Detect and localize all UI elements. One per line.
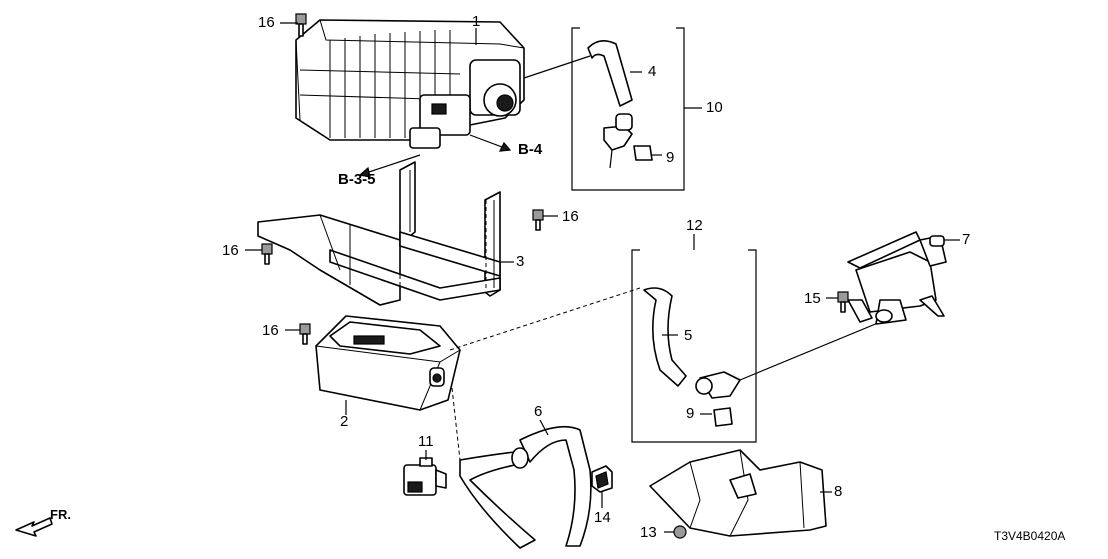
callout-5: 5 — [684, 327, 693, 344]
leader-6 — [539, 419, 549, 436]
bolt-15 — [837, 291, 849, 313]
arrow-b35 — [359, 154, 421, 176]
callout-9-bottom: 9 — [686, 405, 695, 422]
callout-6: 6 — [534, 403, 543, 420]
bolt-16-left — [261, 243, 273, 265]
callout-3: 3 — [516, 253, 525, 270]
bracket-part-3 — [257, 161, 501, 306]
callout-16-lower: 16 — [262, 322, 279, 339]
callout-8: 8 — [834, 483, 843, 500]
callout-15: 15 — [804, 290, 821, 307]
hose-part-6 — [459, 425, 592, 549]
callout-13: 13 — [640, 524, 657, 541]
callout-7: 7 — [962, 231, 971, 248]
front-arrow-icon — [15, 517, 53, 537]
group-10 — [523, 27, 702, 191]
callout-9-top: 9 — [666, 149, 675, 166]
callout-10: 10 — [706, 99, 723, 116]
bolt-16-lower — [299, 323, 311, 345]
callout-4: 4 — [648, 63, 657, 80]
dash-2-to-6 — [451, 387, 461, 461]
cover-part-8 — [649, 449, 827, 537]
clip-part-9-bottom — [713, 407, 733, 427]
callout-16-right: 16 — [562, 208, 579, 225]
callout-11: 11 — [418, 433, 434, 450]
canister-part-1 — [295, 19, 525, 149]
valve-part-7 — [847, 231, 947, 325]
group-12 — [631, 234, 891, 443]
hose-part-5 — [643, 287, 687, 387]
arrowhead-b35 — [358, 166, 371, 178]
bolt-16-right — [532, 209, 544, 231]
part-11 — [403, 457, 447, 496]
bolt-16-top — [295, 13, 307, 37]
ref-b4: B-4 — [518, 141, 543, 158]
nut-13 — [673, 525, 687, 539]
callout-2: 2 — [340, 413, 349, 430]
diagram-code: T3V4B0420A — [994, 529, 1066, 543]
callout-14: 14 — [594, 509, 611, 526]
dash-2-to-5 — [449, 287, 641, 351]
front-marker: FR. — [50, 507, 71, 522]
callout-16-left: 16 — [222, 242, 239, 259]
callout-12: 12 — [686, 217, 703, 234]
clip-part-9-top — [633, 145, 653, 161]
canister-part-2 — [315, 315, 461, 411]
hose-part-4 — [587, 40, 633, 107]
clip-part-14 — [591, 465, 613, 493]
callout-1: 1 — [472, 13, 481, 30]
ref-b35: B-3-5 — [338, 171, 376, 188]
callout-16-top: 16 — [258, 14, 275, 31]
arrowhead-b4 — [498, 141, 512, 152]
